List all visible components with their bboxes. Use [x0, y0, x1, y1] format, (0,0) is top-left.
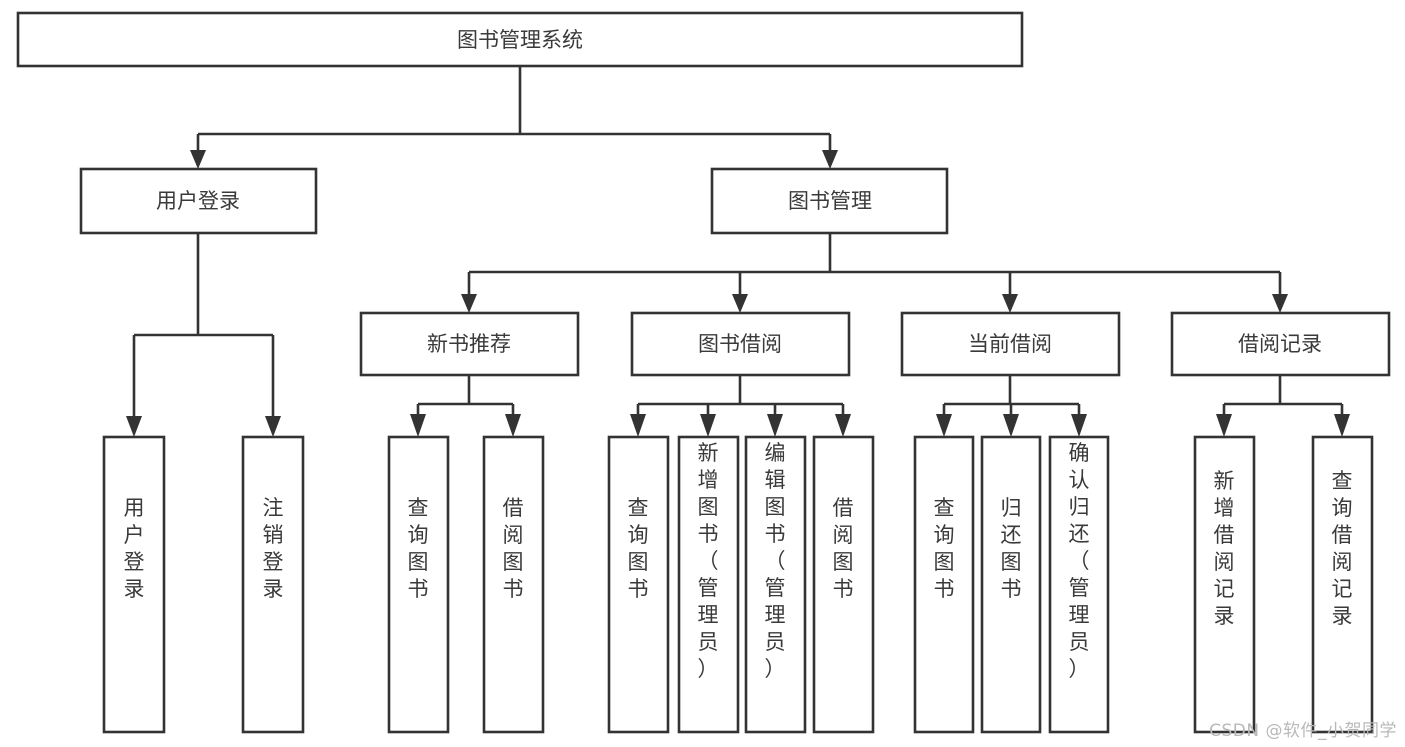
arrow-head-leaf-query-record: [1334, 414, 1350, 437]
arrow-head-current-borrow: [1002, 294, 1018, 313]
arrow-head-borrow-record: [1272, 294, 1288, 313]
arrow-head-leaf-edit-book: [767, 414, 783, 437]
node-leaf-borrow-book-2[interactable]: 借阅图书: [812, 435, 875, 734]
node-borrow-record-label: 借阅记录: [1238, 332, 1322, 356]
arrow-head-leaf-add-book: [700, 414, 716, 437]
arrow-head-user-login: [190, 150, 206, 169]
arrow-head-leaf-confirm-return: [1071, 414, 1087, 437]
node-leaf-query-book-2-box[interactable]: [607, 435, 670, 734]
node-leaf-borrow-book-1[interactable]: 借阅图书: [482, 435, 545, 734]
node-leaf-query-book-1[interactable]: 查询图书: [387, 435, 450, 734]
node-new-book-recommend[interactable]: 新书推荐: [359, 311, 580, 377]
node-leaf-query-record[interactable]: 查询借阅记录: [1311, 435, 1374, 734]
node-current-borrow-label: 当前借阅: [968, 332, 1052, 356]
node-leaf-borrow-book-1-label: 借阅图书: [503, 496, 524, 601]
node-leaf-borrow-book-1-box[interactable]: [482, 435, 545, 734]
node-leaf-confirm-return[interactable]: 确认归还（管理员）: [1048, 435, 1110, 734]
node-leaf-query-book-3-box[interactable]: [913, 435, 975, 734]
node-book-borrow-label: 图书借阅: [698, 332, 782, 356]
node-book-management-label: 图书管理: [788, 189, 872, 213]
node-user-login[interactable]: 用户登录: [79, 167, 318, 235]
node-leaf-query-book-1-label: 查询图书: [408, 496, 429, 601]
node-leaf-add-book-box[interactable]: [677, 435, 740, 734]
node-leaf-borrow-book-2-box[interactable]: [812, 435, 875, 734]
node-book-management[interactable]: 图书管理: [710, 167, 949, 235]
node-leaf-user-login-box[interactable]: [102, 435, 166, 734]
node-leaf-query-book-2-label: 查询图书: [628, 496, 649, 601]
node-leaf-edit-book-label: 编辑图书（管理员）: [765, 441, 786, 681]
arrow-head-leaf-borrow-book-2: [835, 414, 851, 437]
arrow-head-book-management: [822, 150, 838, 169]
node-leaf-query-book-3-label: 查询图书: [934, 496, 955, 601]
arrow-head-book-borrow: [732, 294, 748, 313]
node-leaf-logout-login-label: 注销登录: [263, 496, 284, 601]
node-leaf-confirm-return-label: 确认归还（管理员）: [1069, 441, 1090, 681]
node-root[interactable]: 图书管理系统: [16, 11, 1024, 68]
node-leaf-user-login-label: 用户登录: [124, 496, 145, 601]
node-user-login-label: 用户登录: [156, 189, 240, 213]
arrow-head-leaf-user-login: [126, 416, 142, 437]
node-leaf-query-book-2[interactable]: 查询图书: [607, 435, 670, 734]
node-leaf-query-book-1-box[interactable]: [387, 435, 450, 734]
node-leaf-query-record-box[interactable]: [1311, 435, 1374, 734]
node-leaf-borrow-book-2-label: 借阅图书: [833, 496, 854, 601]
node-current-borrow-box[interactable]: [900, 311, 1121, 377]
arrow-head-leaf-borrow-book-1: [505, 414, 521, 437]
arrow-head-leaf-logout-login: [265, 416, 281, 437]
node-leaf-add-record-label: 新增借阅记录: [1214, 469, 1235, 628]
arrow-head-leaf-query-book-1: [410, 414, 426, 437]
node-current-borrow[interactable]: 当前借阅: [900, 311, 1121, 377]
node-new-book-recommend-box[interactable]: [359, 311, 580, 377]
node-book-management-box[interactable]: [710, 167, 949, 235]
node-leaf-add-book-label: 新增图书（管理员）: [698, 441, 719, 681]
node-borrow-record[interactable]: 借阅记录: [1170, 311, 1391, 377]
node-root-label: 图书管理系统: [457, 28, 583, 52]
node-leaf-query-book-3[interactable]: 查询图书: [913, 435, 975, 734]
node-leaf-logout-login[interactable]: 注销登录: [241, 435, 305, 734]
csdn-watermark: CSDN @软件_小贺同学: [1209, 721, 1397, 741]
node-leaf-return-book[interactable]: 归还图书: [980, 435, 1042, 734]
node-user-login-box[interactable]: [79, 167, 318, 235]
arrow-head-leaf-query-book-2: [630, 414, 646, 437]
node-leaf-edit-book-box[interactable]: [744, 435, 807, 734]
node-borrow-record-box[interactable]: [1170, 311, 1391, 377]
node-leaf-return-book-box[interactable]: [980, 435, 1042, 734]
arrow-head-leaf-query-book-3: [936, 414, 952, 437]
node-book-borrow-box[interactable]: [630, 311, 851, 377]
node-leaf-add-book[interactable]: 新增图书（管理员）: [677, 435, 740, 734]
node-leaf-edit-book[interactable]: 编辑图书（管理员）: [744, 435, 807, 734]
node-leaf-add-record[interactable]: 新增借阅记录: [1193, 435, 1256, 734]
arrow-head-new-book-recommend: [461, 294, 477, 313]
node-leaf-logout-login-box[interactable]: [241, 435, 305, 734]
node-root-box[interactable]: [16, 11, 1024, 68]
node-leaf-query-record-label: 查询借阅记录: [1332, 469, 1353, 628]
node-book-borrow[interactable]: 图书借阅: [630, 311, 851, 377]
connector-layer: [126, 66, 1350, 437]
arrow-head-leaf-add-record: [1216, 414, 1232, 437]
node-leaf-confirm-return-box[interactable]: [1048, 435, 1110, 734]
node-leaf-user-login[interactable]: 用户登录: [102, 435, 166, 734]
node-new-book-recommend-label: 新书推荐: [427, 332, 511, 356]
node-leaf-return-book-label: 归还图书: [1001, 496, 1022, 601]
node-leaf-add-record-box[interactable]: [1193, 435, 1256, 734]
arrow-head-leaf-return-book: [1003, 414, 1019, 437]
